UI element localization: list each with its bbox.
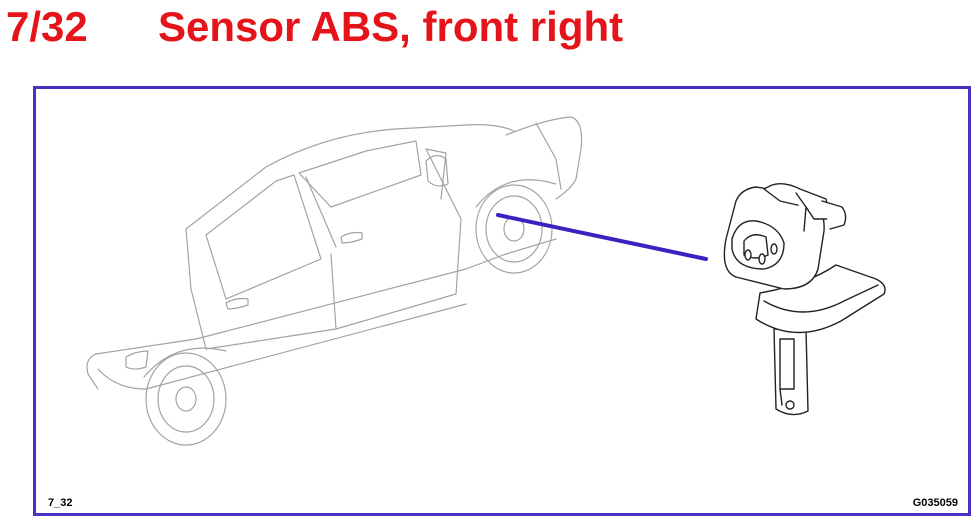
page-header: 7/32 Sensor ABS, front right bbox=[4, 0, 974, 56]
figure-label-left: 7_32 bbox=[48, 497, 73, 509]
diagram-frame: 7_32 G035059 bbox=[33, 86, 971, 516]
car-outline-icon bbox=[86, 116, 583, 446]
page-code: 7/32 bbox=[6, 3, 88, 50]
page-title: Sensor ABS, front right bbox=[158, 3, 624, 50]
pointer-line bbox=[496, 213, 708, 261]
figure-id-label: G035059 bbox=[912, 497, 958, 509]
abs-sensor-icon bbox=[723, 182, 886, 416]
diagram-canvas bbox=[86, 116, 886, 446]
